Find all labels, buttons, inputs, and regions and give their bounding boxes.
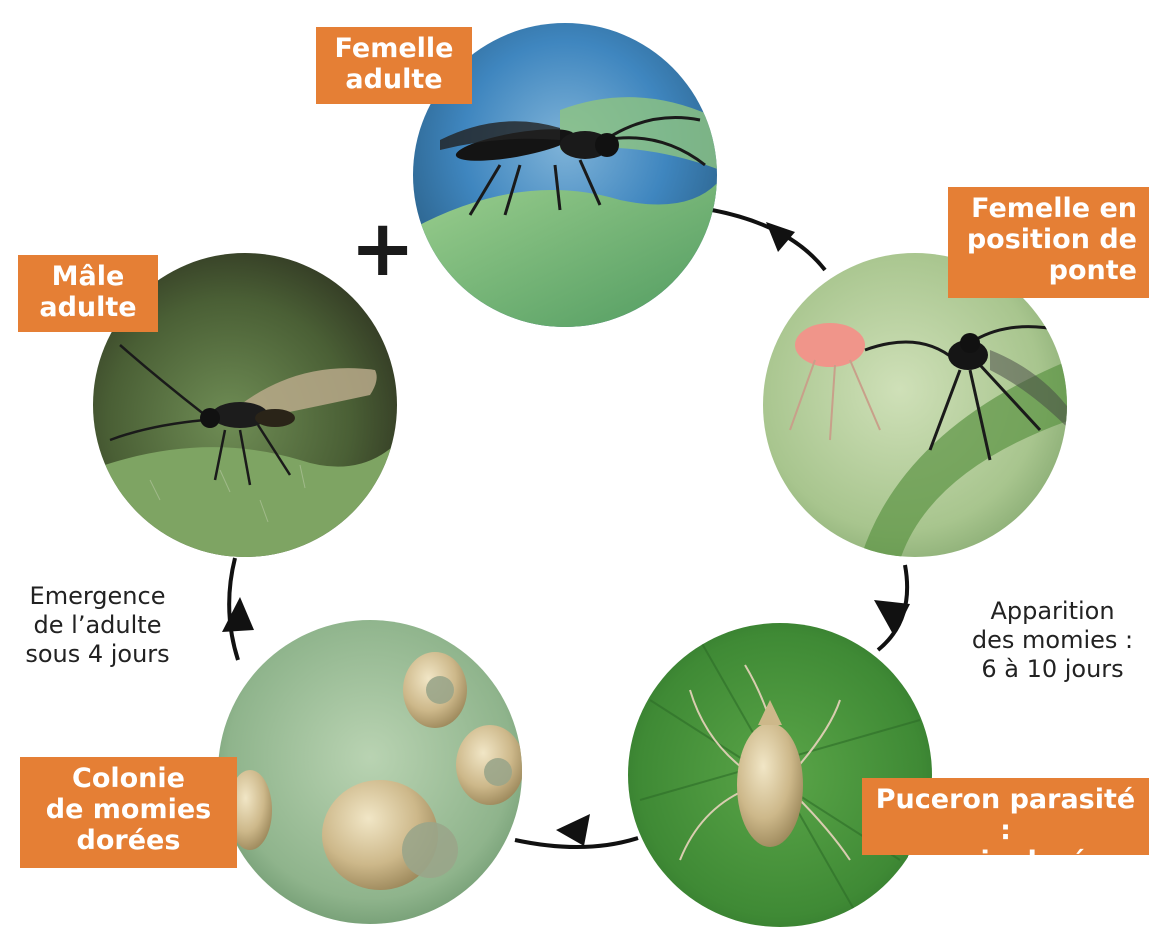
plus-sign: + <box>350 210 415 288</box>
caption-emergence-timing: Emergence de l’adulte sous 4 jours <box>10 582 185 669</box>
caption-mummies-timing: Apparition des momies : 6 à 10 jours <box>965 597 1140 684</box>
arrowhead-3 <box>556 814 590 846</box>
label-female-ponte: Femelle en position de ponte <box>948 187 1149 298</box>
arrowhead-4 <box>222 597 254 632</box>
label-mummy-colony: Colonie de momies dorées <box>20 757 237 868</box>
label-male-adult: Mâle adulte <box>18 255 158 332</box>
photo-aphid-mummy <box>625 620 935 930</box>
label-aphid-mummy: Puceron parasité : momie dorée <box>862 778 1149 855</box>
arrowhead-2 <box>874 600 910 636</box>
label-female-adult: Femelle adulte <box>316 27 472 104</box>
arrowhead-1 <box>766 222 795 252</box>
arrow-female-to-ponte <box>712 210 825 270</box>
photo-mummy-colony <box>215 618 525 928</box>
